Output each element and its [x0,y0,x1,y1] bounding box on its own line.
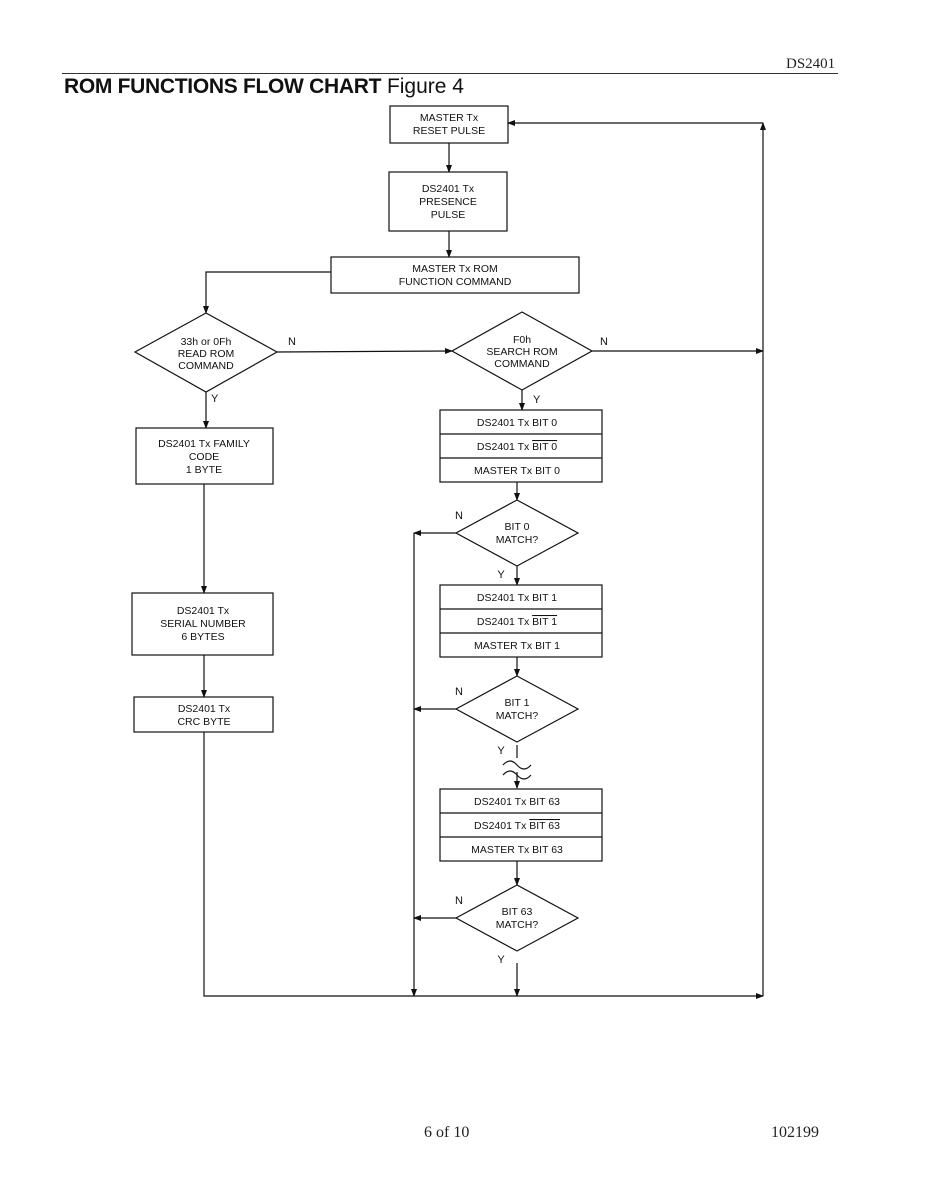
serial-number-box: DS2401 Tx SERIAL NUMBER 6 BYTES [131,592,274,656]
match-line-1: BIT 1 [505,697,530,709]
rom-cmd-line-1: MASTER Tx ROM [412,263,498,275]
figure-title-bold: ROM FUNCTIONS FLOW CHART [64,75,382,98]
reset-pulse-box: MASTER Tx RESET PULSE [389,105,509,144]
serial-line-3: 6 BYTES [181,631,224,643]
branch-labels: N Y N Y [211,336,608,406]
serial-line-1: DS2401 Tx [177,605,230,617]
family-code-box: DS2401 Tx FAMILY CODE 1 BYTE [135,427,274,485]
reset-line-1: MASTER Tx [420,112,479,124]
search-rom-line-1: F0h [513,334,531,346]
read-rom-line-3: COMMAND [178,360,234,372]
family-line-2: CODE [189,451,219,463]
match-decision [454,499,580,567]
bit-row: DS2401 Tx BIT 1 [477,592,557,604]
match-line-2: MATCH? [496,710,539,722]
page-number: 6 of 10 [424,1124,470,1141]
arrow-read-rom-no [276,348,453,355]
presence-line-3: PULSE [431,209,465,221]
bit-complement-row: DS2401 Tx BIT 63 [474,820,560,832]
bit-group-box [439,584,603,658]
search-rom-line-3: COMMAND [494,358,550,370]
document-id: DS2401 [786,56,836,72]
presence-line-1: DS2401 Tx [422,183,475,195]
search-rom-no-label: N [600,336,608,348]
bit-complement-row: DS2401 Tx BIT 0 [477,441,557,453]
crc-byte-box: DS2401 Tx CRC BYTE [133,696,274,733]
arrow-crc-to-return [203,732,764,999]
match-no-label: N [455,895,463,907]
search-rom-line-2: SEARCH ROM [486,346,557,358]
figure-number: Figure 4 [386,75,464,98]
master-bit-row: MASTER Tx BIT 1 [474,640,560,652]
rom-cmd-line-2: FUNCTION COMMAND [399,276,512,288]
match-line-1: BIT 63 [502,906,533,918]
master-bit-row: MASTER Tx BIT 63 [471,844,563,856]
match-no-label: N [455,510,463,522]
crc-line-2: CRC BYTE [177,716,230,728]
match-decision [454,884,580,952]
read-rom-no-label: N [288,336,296,348]
read-rom-decision: 33h or 0Fh READ ROM COMMAND [133,312,279,393]
search-rom-yes-label: Y [533,394,541,406]
arrow-cmd-to-read-rom [203,271,331,314]
match-line-1: BIT 0 [505,521,530,533]
rom-function-command-box: MASTER Tx ROM FUNCTION COMMAND [330,256,580,294]
header-rule [62,73,838,74]
read-rom-yes-label: Y [211,393,219,405]
reset-line-2: RESET PULSE [413,125,485,137]
presence-pulse-box: DS2401 Tx PRESENCE PULSE [388,171,508,232]
bit-complement-overlined: BIT 0 [532,441,557,453]
match-line-2: MATCH? [496,534,539,546]
match-decision [454,675,580,743]
bit-complement-prefix: DS2401 Tx [477,441,532,453]
master-bit-row: MASTER Tx BIT 0 [474,465,560,477]
bit-complement-overlined: BIT 1 [532,616,557,628]
presence-line-2: PRESENCE [419,196,477,208]
read-rom-line-1: 33h or 0Fh [181,336,232,348]
crc-line-1: DS2401 Tx [178,703,231,715]
continuation-break-symbol [502,745,532,789]
match-no-label: N [455,686,463,698]
bit-row: DS2401 Tx BIT 63 [474,796,560,808]
match-yes-label: Y [497,745,505,757]
serial-line-2: SERIAL NUMBER [160,618,246,630]
document-code: 102199 [771,1124,819,1141]
bit-group-box [439,409,603,483]
family-line-1: DS2401 Tx FAMILY [158,438,250,450]
figure-title: ROM FUNCTIONS FLOW CHART Figure 4 [64,75,464,99]
search-rom-decision: F0h SEARCH ROM COMMAND [450,311,594,391]
bit-group-box [439,788,603,862]
connectors [201,120,766,999]
bit-row: DS2401 Tx BIT 0 [477,417,557,429]
family-line-3: 1 BYTE [186,464,222,476]
bit-complement-overlined: BIT 63 [529,820,560,832]
read-rom-line-2: READ ROM [178,348,235,360]
match-yes-label: Y [497,569,505,581]
match-yes-label: Y [497,954,505,966]
bit-complement-prefix: DS2401 Tx [474,820,529,832]
match-line-2: MATCH? [496,919,539,931]
bit-complement-row: DS2401 Tx BIT 1 [477,616,557,628]
bit-complement-prefix: DS2401 Tx [477,616,532,628]
